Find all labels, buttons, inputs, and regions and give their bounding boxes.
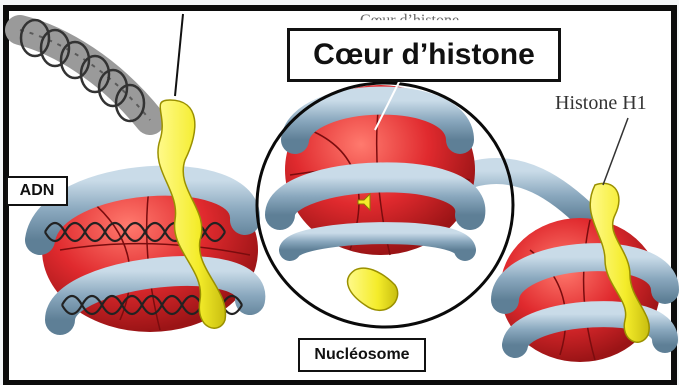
dna-label: ADN <box>6 176 68 206</box>
histone-core-label: Cœur d’histone <box>287 28 561 82</box>
nucleosome-label: Nucléosome <box>298 338 426 372</box>
histone-h1-label: Histone H1 <box>555 92 647 115</box>
center-nucleosome <box>280 85 475 255</box>
